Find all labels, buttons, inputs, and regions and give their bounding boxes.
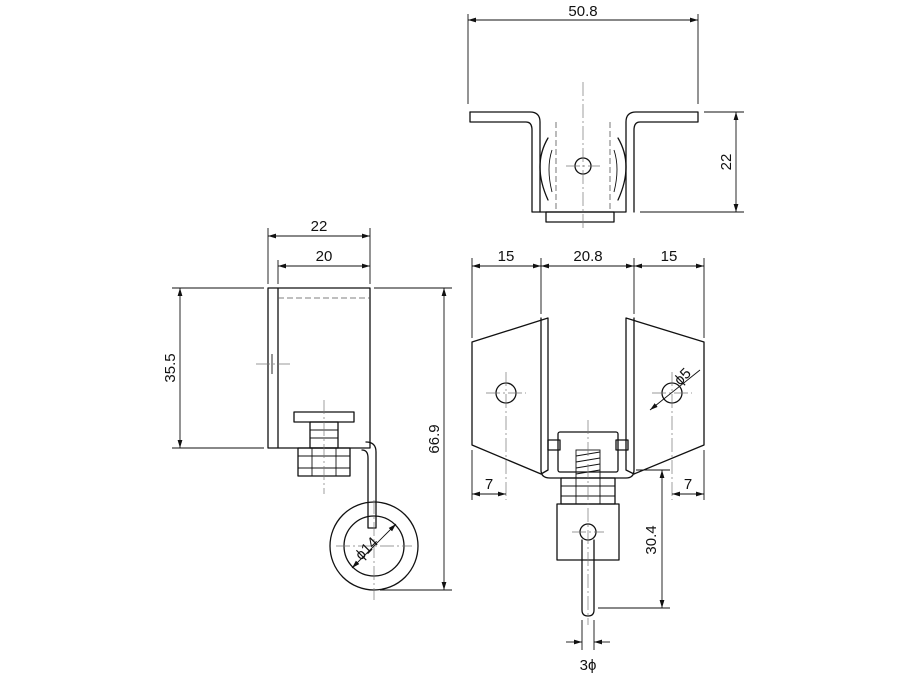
top-bracket-right [469,111,699,213]
dim-side-height-bracket: 35.5 [162,353,179,382]
top-nut [545,211,615,223]
dim-front-middle: 20.8 [573,248,602,265]
dim-front-offset-right: 7 [684,476,692,493]
dim-front-pin-height: 30.4 [643,525,660,554]
dim-front-pin-diameter: 3ϕ [580,657,597,674]
dim-side-height-total: 66.9 [426,424,443,453]
side-bracket [267,287,371,449]
dim-side-ring-diameter: ϕ14 [352,534,382,564]
side-view: ϕ14 22 20 35.5 66.9 [162,218,452,600]
top-bracket-left [469,111,541,213]
dim-front-offset-left: 7 [485,476,493,493]
front-view: ϕ5 15 20.8 15 [471,248,705,674]
dim-top-height: 22 [718,154,735,171]
front-pin [581,539,595,617]
front-wing-right [625,317,705,475]
dim-top-width: 50.8 [568,3,597,20]
front-wing-left [471,317,549,475]
dim-side-width-outer: 22 [311,218,328,235]
dim-side-width-inner: 20 [316,248,333,265]
dim-front-hole: ϕ5 [671,365,695,389]
side-rod [361,441,377,529]
top-view: 50.8 22 [467,3,744,228]
top-wheel-left [539,137,549,201]
dim-front-left: 15 [498,248,515,265]
dim-front-right: 15 [661,248,678,265]
top-wheel-right [617,137,627,201]
